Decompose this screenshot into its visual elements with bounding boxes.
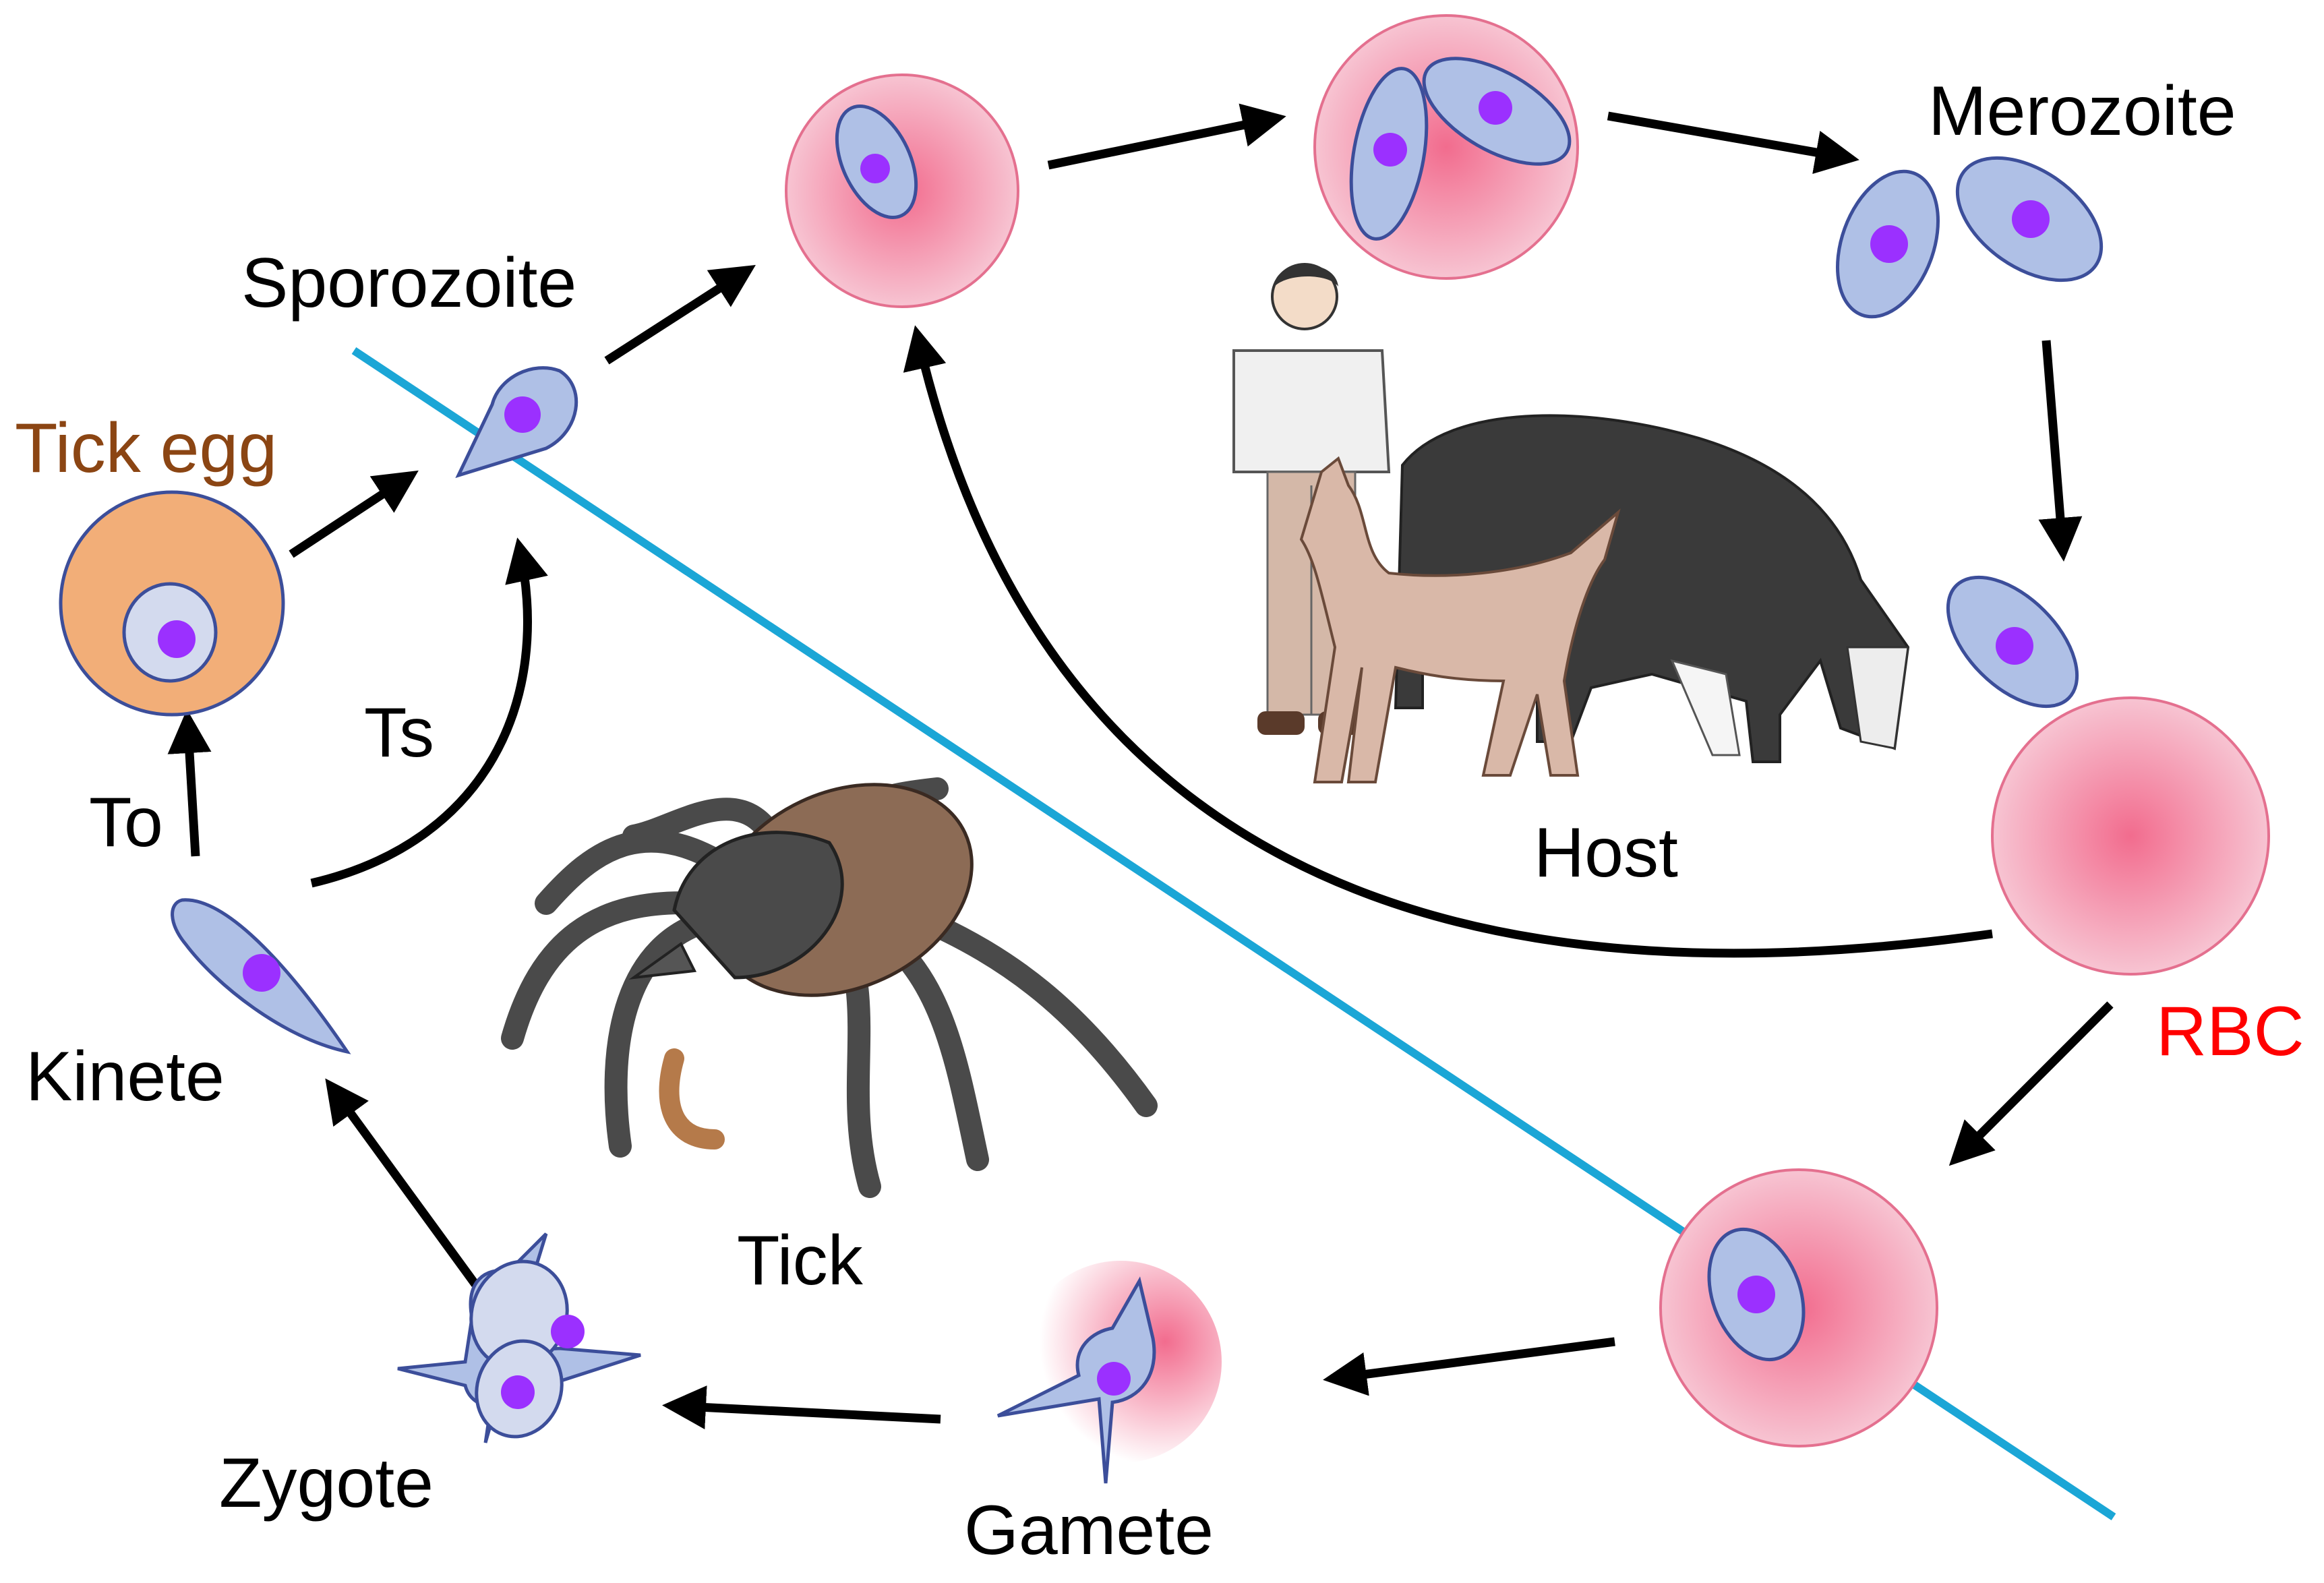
arrow-egg-to-sporozoite <box>289 470 419 558</box>
tick-egg-label: Tick egg <box>15 409 277 487</box>
arrow-kinete-to-egg-to <box>167 709 212 857</box>
arrow-to-gamete <box>1323 1337 1615 1396</box>
arrow-zygote-to-kinete <box>325 1078 479 1287</box>
rbc-with-attaching-merozoite <box>1946 575 2270 976</box>
to-label: To <box>89 783 163 862</box>
tick-egg-cell <box>59 490 285 717</box>
sporozoite-label: Sporozoite <box>241 244 576 322</box>
sporozoite-cell <box>455 366 578 479</box>
arrow-dividing-to-merozoite <box>1607 111 1859 175</box>
rbc-infected-top <box>785 73 1019 308</box>
tick-label: Tick <box>737 1222 864 1300</box>
zygote-label: Zygote <box>219 1444 434 1522</box>
dog-icon <box>1299 456 1621 783</box>
arrow-infected-rbc-to-dividing <box>1047 103 1286 170</box>
zygote-cell <box>397 1232 641 1443</box>
cow-icon <box>1394 414 1910 763</box>
kinete-label: Kinete <box>26 1038 225 1116</box>
gamete-label: Gamete <box>964 1491 1214 1570</box>
cycle-arrows <box>167 103 2114 1430</box>
host-label: Host <box>1534 814 1678 892</box>
arrow-kinete-to-sporozoite-ts <box>310 537 548 888</box>
arrow-rbc-reinfection <box>903 325 1993 958</box>
merozoite-pair <box>1835 156 2104 319</box>
arrow-rbc-to-tick-ingestion <box>1948 1001 2114 1166</box>
arrow-merozoite-to-rbc <box>2038 340 2083 562</box>
gamete-cell <box>996 1261 1222 1484</box>
arrow-sporozoite-to-rbc <box>604 264 756 365</box>
rbc-label: RBC <box>2156 992 2304 1071</box>
rbc-dividing <box>1313 14 1579 280</box>
rbc-infected-ingested <box>1659 1168 1938 1447</box>
tick-icon <box>501 777 1158 1198</box>
arrow-to-zygote <box>662 1385 941 1430</box>
kinete-cell <box>171 898 351 1054</box>
ts-label: Ts <box>364 694 434 772</box>
merozoite-label: Merozoite <box>1928 72 2236 150</box>
